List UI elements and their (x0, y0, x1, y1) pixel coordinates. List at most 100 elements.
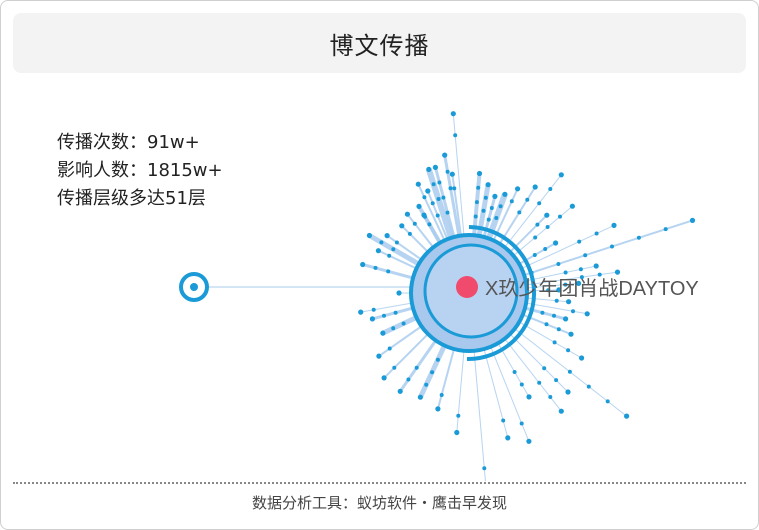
repost-node[interactable] (386, 269, 391, 274)
repost-node[interactable] (566, 299, 572, 305)
repost-node[interactable] (391, 247, 396, 252)
repost-node[interactable] (436, 197, 441, 201)
repost-node[interactable] (366, 232, 372, 239)
repost-node[interactable] (456, 413, 461, 418)
repost-node[interactable] (421, 212, 427, 218)
repost-node[interactable] (579, 355, 585, 361)
repost-node[interactable] (556, 262, 561, 266)
repost-node[interactable] (558, 172, 564, 178)
repost-node[interactable] (360, 261, 366, 268)
repost-node[interactable] (545, 225, 550, 229)
center-node[interactable] (456, 276, 478, 298)
repost-node[interactable] (449, 171, 455, 177)
repost-node[interactable] (594, 231, 599, 236)
repost-node[interactable] (563, 282, 568, 287)
repost-node[interactable] (563, 316, 569, 322)
repost-node[interactable] (397, 388, 403, 394)
repost-node[interactable] (568, 331, 574, 337)
repost-node[interactable] (498, 204, 503, 209)
repost-node[interactable] (554, 378, 559, 383)
origin-node[interactable] (179, 272, 209, 302)
repost-node[interactable] (424, 382, 429, 387)
repost-node[interactable] (553, 240, 559, 246)
repost-node[interactable] (415, 181, 421, 187)
repost-node[interactable] (586, 384, 591, 389)
repost-node[interactable] (373, 265, 378, 270)
repost-node[interactable] (435, 357, 440, 362)
repost-node[interactable] (663, 227, 668, 232)
repost-node[interactable] (439, 393, 444, 397)
repost-node[interactable] (369, 316, 375, 322)
repost-node[interactable] (427, 222, 432, 227)
repost-node[interactable] (407, 231, 412, 236)
repost-node[interactable] (371, 307, 376, 312)
repost-node[interactable] (432, 164, 438, 170)
repost-node[interactable] (552, 340, 557, 345)
repost-node[interactable] (597, 272, 602, 277)
repost-node[interactable] (396, 290, 402, 296)
repost-node[interactable] (494, 216, 499, 220)
repost-node[interactable] (414, 365, 419, 370)
repost-node[interactable] (611, 222, 617, 228)
repost-node[interactable] (517, 210, 522, 215)
repost-node[interactable] (537, 380, 542, 385)
repost-node[interactable] (501, 418, 506, 423)
repost-node[interactable] (548, 395, 553, 399)
repost-node[interactable] (577, 239, 582, 244)
repost-node[interactable] (474, 200, 479, 205)
repost-node[interactable] (392, 365, 397, 370)
repost-node[interactable] (533, 235, 538, 240)
repost-node[interactable] (556, 327, 561, 332)
repost-node[interactable] (540, 310, 545, 315)
repost-node[interactable] (406, 377, 411, 382)
repost-node[interactable] (554, 298, 559, 303)
repost-node[interactable] (593, 263, 599, 269)
repost-node[interactable] (387, 346, 392, 351)
repost-node[interactable] (526, 394, 532, 400)
repost-node[interactable] (381, 375, 387, 381)
repost-node[interactable] (448, 186, 453, 191)
repost-node[interactable] (358, 309, 364, 315)
repost-node[interactable] (441, 195, 446, 200)
repost-node[interactable] (571, 309, 575, 314)
repost-node[interactable] (576, 280, 582, 286)
repost-node[interactable] (431, 182, 436, 187)
repost-node[interactable] (689, 217, 696, 223)
repost-node[interactable] (544, 212, 550, 218)
repost-node[interactable] (394, 240, 399, 245)
repost-node[interactable] (379, 240, 384, 245)
repost-node[interactable] (569, 203, 576, 209)
repost-node[interactable] (404, 211, 410, 217)
repost-node[interactable] (416, 203, 422, 209)
repost-node[interactable] (532, 184, 538, 190)
repost-node[interactable] (519, 421, 524, 426)
repost-node[interactable] (412, 221, 417, 226)
repost-node[interactable] (543, 247, 548, 251)
repost-node[interactable] (565, 389, 571, 395)
repost-node[interactable] (380, 330, 386, 336)
repost-node[interactable] (505, 435, 511, 441)
repost-node[interactable] (532, 253, 537, 257)
repost-node[interactable] (430, 370, 435, 375)
repost-node[interactable] (401, 321, 406, 326)
repost-node[interactable] (548, 187, 553, 191)
repost-node[interactable] (544, 322, 549, 327)
repost-node[interactable] (579, 275, 584, 280)
repost-node[interactable] (636, 235, 641, 240)
repost-node[interactable] (486, 217, 491, 222)
repost-node[interactable] (502, 191, 508, 197)
repost-node[interactable] (417, 394, 423, 400)
repost-node[interactable] (558, 408, 564, 414)
repost-node[interactable] (546, 288, 551, 293)
repost-node[interactable] (542, 366, 547, 371)
repost-node[interactable] (483, 195, 488, 200)
repost-node[interactable] (435, 406, 441, 412)
repost-node[interactable] (583, 253, 588, 258)
repost-node[interactable] (422, 195, 427, 200)
repost-node[interactable] (452, 186, 457, 191)
repost-node[interactable] (584, 311, 590, 317)
repost-node[interactable] (375, 248, 381, 254)
repost-node[interactable] (476, 185, 481, 190)
repost-node[interactable] (485, 182, 491, 188)
repost-node[interactable] (566, 348, 571, 353)
